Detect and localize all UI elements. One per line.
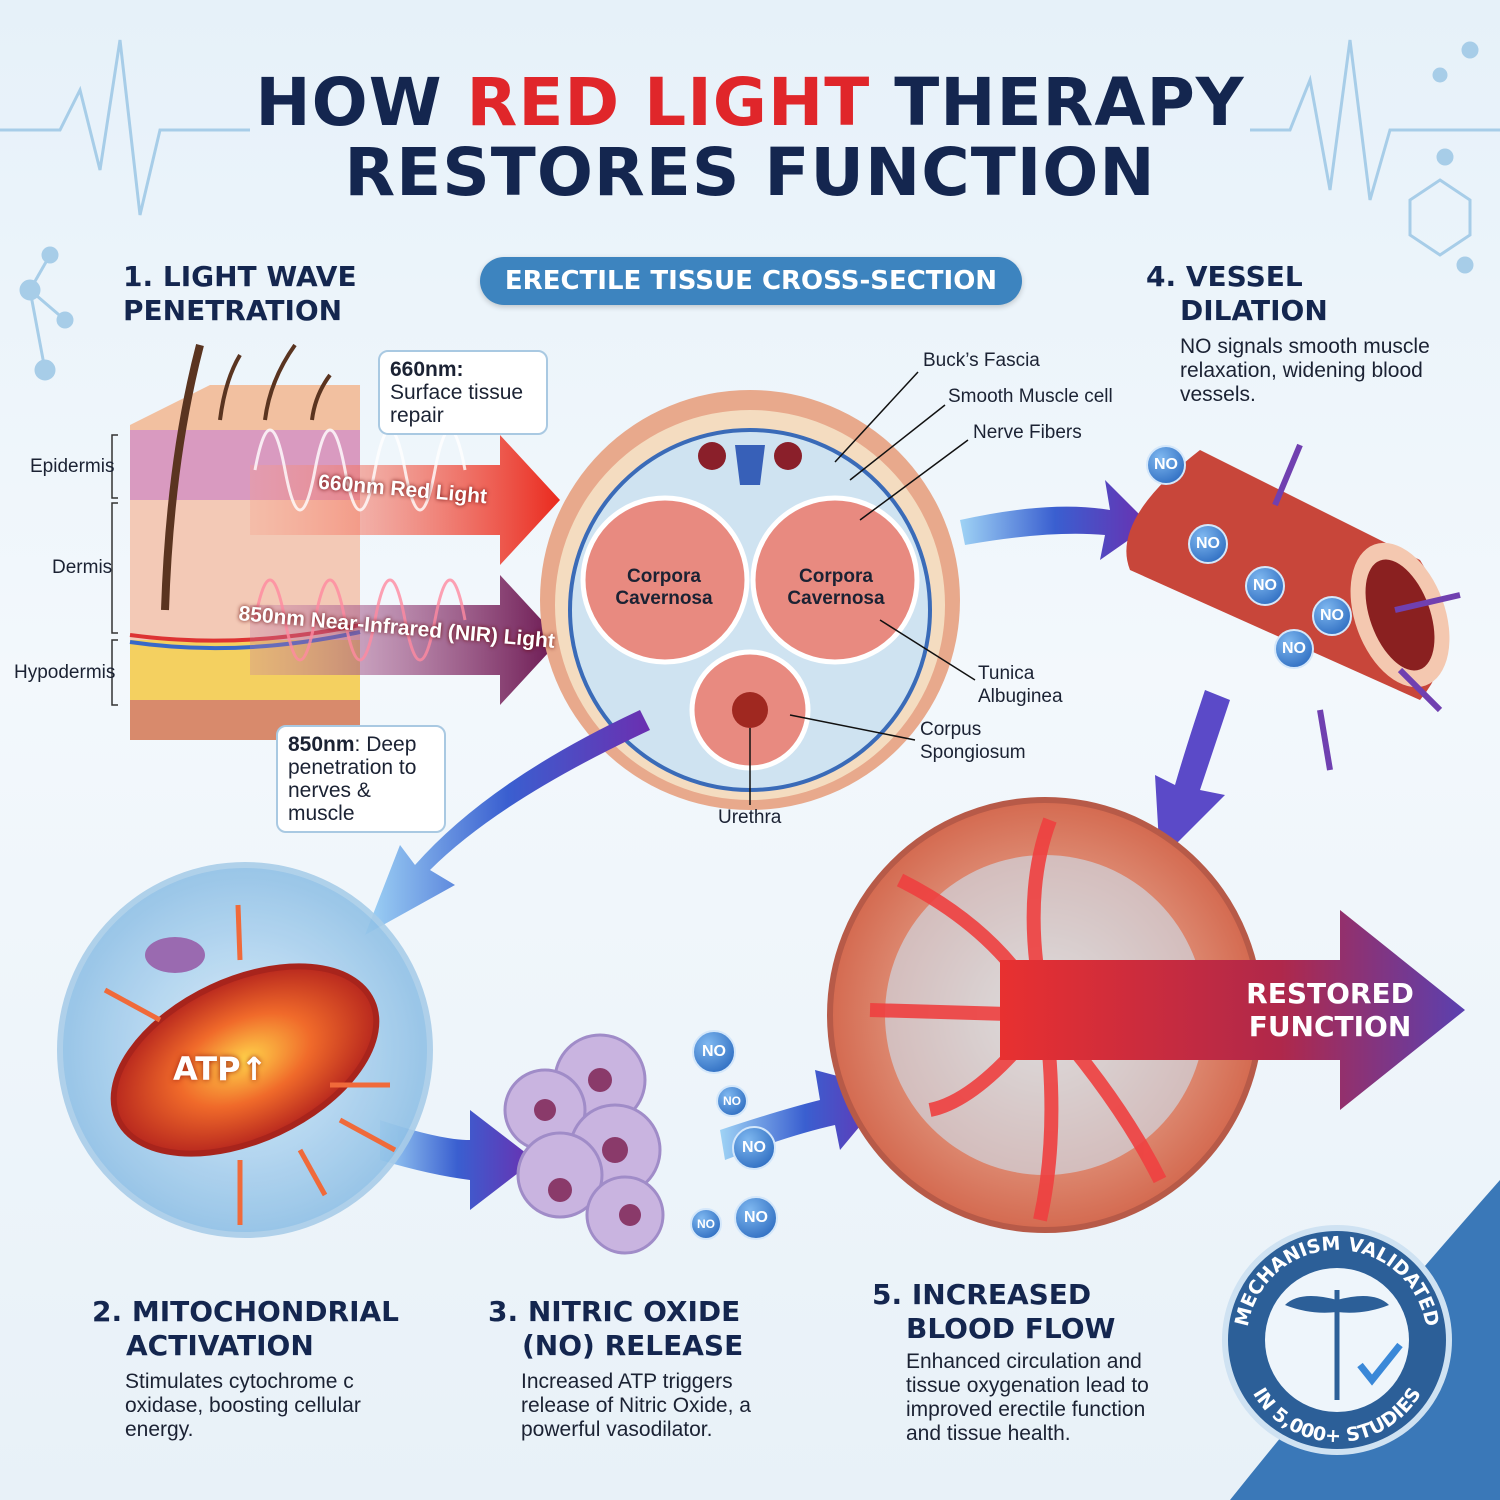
anatomy-leader-lines bbox=[749, 371, 976, 805]
step2-heading-line1: 2. MITOCHONDRIAL bbox=[92, 1295, 400, 1328]
label-smooth-muscle: Smooth Muscle cell bbox=[948, 386, 1113, 407]
nir-light-arrow bbox=[250, 575, 560, 705]
step4-description: NO signals smooth muscle relaxation, wid… bbox=[1180, 335, 1430, 406]
no-molecule: NO bbox=[1312, 596, 1352, 636]
no-molecule: NO bbox=[734, 1196, 778, 1240]
validation-badge bbox=[1222, 1225, 1452, 1455]
step4-heading-line2: DILATION bbox=[1180, 294, 1328, 327]
step4-heading-line1: 4. VESSEL bbox=[1146, 260, 1303, 293]
label-corpora-cavernosa-left: Corpora Cavernosa bbox=[615, 566, 713, 609]
flow-arrow-to-vessel bbox=[960, 480, 1150, 560]
nir-wave bbox=[253, 578, 467, 662]
red-light-arrow bbox=[250, 435, 560, 565]
label-tunica-albuginea: Tunica Albuginea bbox=[978, 663, 1063, 707]
dilated-vessel bbox=[1126, 450, 1450, 700]
skin-layer-brackets bbox=[111, 434, 118, 706]
label-bucks-fascia: Buck’s Fascia bbox=[923, 350, 1040, 371]
step2-heading-line2: ACTIVATION bbox=[126, 1329, 314, 1362]
vessel-dilation-arrows bbox=[1272, 443, 1461, 771]
no-molecule: NO bbox=[1146, 445, 1186, 485]
red-wave bbox=[253, 428, 467, 512]
step5-heading-line2: BLOOD FLOW bbox=[906, 1312, 1116, 1345]
no-molecule: NO bbox=[732, 1126, 776, 1170]
step5-description: Enhanced circulation and tissue oxygenat… bbox=[906, 1350, 1149, 1445]
label-epidermis: Epidermis bbox=[30, 456, 115, 477]
flow-arrow-mito-to-cells bbox=[380, 1110, 535, 1210]
step3-heading-line1: 3. NITRIC OXIDE bbox=[488, 1295, 741, 1328]
checkmark-icon bbox=[1357, 1342, 1403, 1386]
erectile-tissue-cross-section bbox=[540, 390, 960, 810]
atp-label: ATP↑ bbox=[173, 1050, 268, 1088]
label-hypodermis: Hypodermis bbox=[14, 662, 116, 683]
page-title-line2: RESTORES FUNCTION bbox=[344, 134, 1156, 211]
step3-description: Increased ATP triggers release of Nitric… bbox=[521, 1370, 751, 1441]
step3-heading-line2: (NO) RELEASE bbox=[522, 1329, 744, 1362]
heartbeat-line-left bbox=[0, 39, 250, 216]
callout-660nm-bold: 660nm: bbox=[390, 358, 464, 381]
callout-850nm-text: : Deep penetration to nerves & muscle bbox=[288, 733, 417, 825]
flow-arrow-vessel-to-bloodflow bbox=[1155, 690, 1230, 860]
endothelial-cells bbox=[503, 1033, 665, 1255]
page-title-line1: HOW RED LIGHT THERAPY bbox=[0, 68, 1500, 138]
label-dermis: Dermis bbox=[52, 557, 113, 578]
no-molecule: NO bbox=[1188, 524, 1228, 564]
skin-cross-section bbox=[129, 343, 361, 740]
mitochondria-cell bbox=[57, 862, 433, 1238]
label-corpus-spongiosum: Corpus Spongiosum bbox=[920, 719, 1026, 763]
no-molecule: NO bbox=[716, 1085, 748, 1117]
no-molecule: NO bbox=[1274, 629, 1314, 669]
no-molecule: NO bbox=[1245, 566, 1285, 606]
molecule-icon bbox=[19, 41, 1479, 381]
callout-660nm: 660nm: Surface tissue repair bbox=[378, 350, 548, 435]
step1-heading-line1: 1. LIGHT WAVE bbox=[123, 260, 357, 293]
label-corpora-cavernosa-right: Corpora Cavernosa bbox=[787, 566, 885, 609]
label-urethra: Urethra bbox=[718, 807, 782, 828]
step5-heading-line1: 5. INCREASED bbox=[872, 1278, 1092, 1311]
restored-function-arrow bbox=[1000, 910, 1465, 1110]
cross-section-label: ERECTILE TISSUE CROSS-SECTION bbox=[480, 257, 1022, 305]
title-text: HOW bbox=[255, 64, 467, 141]
restored-function-label: RESTORED FUNCTION bbox=[1246, 977, 1414, 1043]
energy-arrows bbox=[103, 904, 397, 1225]
callout-850nm-bold: 850nm bbox=[288, 733, 355, 756]
title-accent: RED LIGHT bbox=[466, 64, 871, 141]
step2-description: Stimulates cytochrome c oxidase, boostin… bbox=[125, 1370, 361, 1441]
heartbeat-line-right bbox=[1250, 39, 1500, 201]
label-nerve-fibers: Nerve Fibers bbox=[973, 422, 1082, 443]
title-text: THERAPY bbox=[870, 64, 1245, 141]
no-molecule: NO bbox=[692, 1030, 736, 1074]
no-molecule: NO bbox=[690, 1208, 722, 1240]
callout-660nm-text: Surface tissue repair bbox=[390, 381, 524, 427]
step1-heading-line2: PENETRATION bbox=[123, 294, 343, 327]
step3-heading: 3. NITRIC OXIDE(NO) RELEASE bbox=[488, 1295, 743, 1363]
callout-850nm: 850nm: Deep penetration to nerves & musc… bbox=[276, 725, 446, 833]
flow-arrow-to-mitochondria bbox=[365, 710, 650, 935]
